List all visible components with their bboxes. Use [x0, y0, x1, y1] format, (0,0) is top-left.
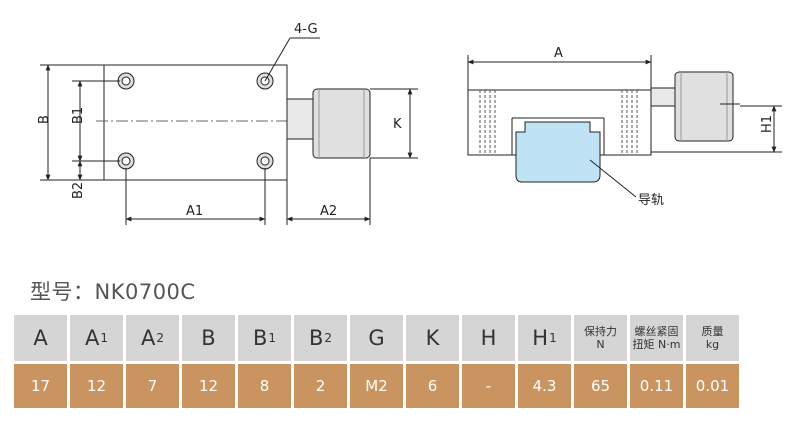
table-value-cell: 12	[182, 364, 235, 408]
header-sub: 1	[100, 331, 108, 345]
table-header-cell: G	[350, 315, 403, 361]
header-main: A	[33, 326, 48, 350]
table-value-cell: 2	[294, 364, 347, 408]
knob	[312, 88, 371, 159]
header-line1: 螺丝紧固	[634, 325, 679, 338]
table-value-cell: 0.01	[686, 364, 739, 408]
model-title: 型号：NK0700C	[30, 280, 196, 304]
label-k: K	[393, 117, 402, 132]
header-main: B	[308, 326, 324, 350]
label-rail: 导轨	[638, 193, 664, 208]
header-sub: 2	[324, 331, 333, 345]
top-view	[40, 37, 418, 225]
header-sub: 1	[549, 331, 557, 345]
table-value-cell: 12	[70, 364, 123, 408]
header-line1: 保持力	[584, 325, 617, 338]
side-knob	[674, 71, 734, 142]
header-main: K	[425, 326, 440, 350]
table-header-cell: 螺丝紧固扭矩 N·m	[630, 315, 683, 361]
label-b: B	[37, 115, 52, 124]
header-line2: N	[596, 338, 605, 351]
header-main: B	[201, 326, 216, 350]
label-a2: A2	[320, 204, 337, 219]
header-main: A	[84, 326, 100, 350]
table-header-cell: A	[14, 315, 67, 361]
technical-drawing: 4-G B B1 B2 A1 A2 K	[37, 22, 782, 225]
header-line2: 扭矩 N·m	[632, 338, 681, 351]
table-value-cell: M2	[350, 364, 403, 408]
table-header-cell: H	[462, 315, 515, 361]
header-line2: kg	[705, 338, 720, 351]
header-main: A	[140, 326, 156, 350]
table-value-cell: 7	[126, 364, 179, 408]
label-4g: 4-G	[294, 22, 318, 37]
header-sub: 2	[156, 331, 164, 345]
header-main: B	[252, 326, 268, 350]
knob-neck	[286, 98, 314, 140]
header-main: G	[368, 326, 385, 350]
label-a: A	[554, 46, 563, 61]
table-header-cell: K	[406, 315, 459, 361]
label-h1: H1	[760, 115, 775, 133]
header-main: H	[480, 326, 497, 350]
header-sub: 1	[268, 331, 277, 345]
side-view	[467, 55, 782, 198]
table-value-cell: 0.11	[630, 364, 683, 408]
table-value-cell: 17	[14, 364, 67, 408]
label-a1: A1	[186, 204, 203, 219]
header-main: H	[532, 326, 549, 350]
table-value-cell: 65	[574, 364, 627, 408]
table-value-cell: -	[462, 364, 515, 408]
block-body	[103, 64, 288, 181]
table-value-cell: 8	[238, 364, 291, 408]
table-header-cell: B	[182, 315, 235, 361]
table-value-cell: 6	[406, 364, 459, 408]
table-value-cell: 4.3	[518, 364, 571, 408]
label-b2: B2	[71, 182, 86, 199]
label-b1: B1	[71, 107, 86, 124]
rail	[515, 121, 601, 183]
header-line1: 质量	[701, 325, 724, 338]
